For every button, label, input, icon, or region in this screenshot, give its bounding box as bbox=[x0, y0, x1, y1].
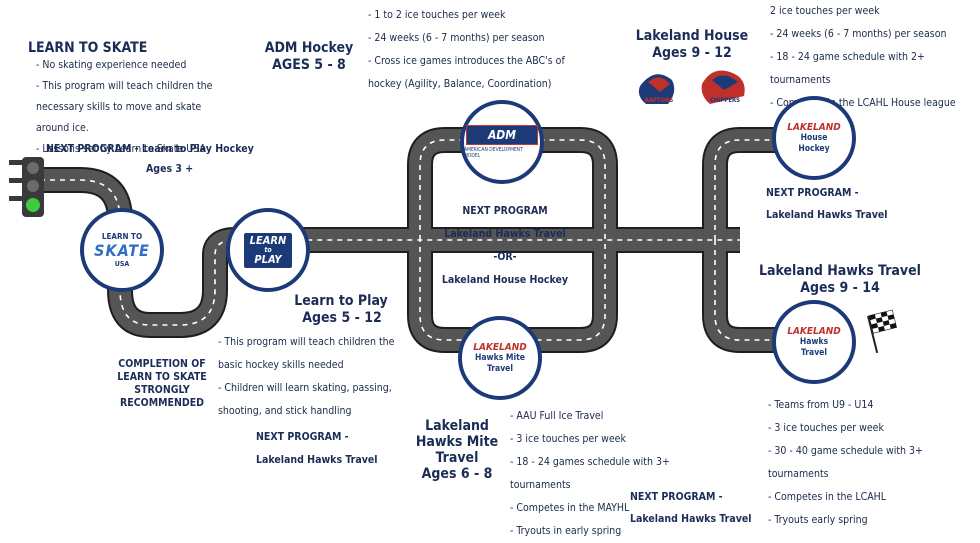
badge-logo: LEARN to PLAY bbox=[243, 232, 293, 268]
checkered-flag-icon bbox=[867, 309, 897, 354]
rec-line: COMPLETION OF bbox=[118, 358, 206, 370]
house-bullets: 2 ice touches per week - 24 weeks (6 - 7… bbox=[770, 0, 980, 115]
title-line: Ages 6 - 8 bbox=[421, 466, 493, 482]
badge-logo-text: to bbox=[264, 245, 272, 254]
rec-line: LEARN TO SKATE bbox=[117, 371, 207, 383]
mite-next-label: NEXT PROGRAM - bbox=[630, 491, 723, 503]
bullet: - 18 - 24 games schedule with 3+ tournam… bbox=[510, 456, 670, 491]
chippers-logo-icon bbox=[701, 70, 745, 104]
learn-to-skate-badge: LEARN TO SKATE USA bbox=[80, 208, 164, 292]
mite-bullets: - AAU Full Ice Travel - 3 ice touches pe… bbox=[510, 405, 730, 543]
bullet: - Competes in the LCAHL bbox=[768, 491, 887, 503]
bullet: - 30 - 40 game schedule with 3+ bbox=[768, 445, 923, 457]
learn-to-play-bullets: - This program will teach children the b… bbox=[218, 331, 418, 423]
rec-line: RECOMMENDED bbox=[120, 397, 204, 409]
bullet: - 1 to 2 ice touches per week bbox=[368, 9, 506, 21]
mite-next-value: Lakeland Hawks Travel bbox=[630, 513, 752, 525]
bullet: 2 ice touches per week bbox=[770, 5, 880, 17]
badge-text: Hawks Mite bbox=[475, 352, 525, 363]
learn-to-skate-ages: Ages 3 + bbox=[146, 163, 194, 175]
bullet: necessary skills to move and skate aroun… bbox=[36, 101, 202, 134]
badge-text: USA bbox=[114, 260, 130, 268]
bullet: shooting, and stick handling bbox=[218, 405, 352, 417]
mite-badge: LAKELAND Hawks Mite Travel bbox=[458, 316, 542, 400]
adm-badge: ADM AMERICAN DEVELOPMENT MODEL bbox=[460, 100, 544, 184]
next-line: NEXT PROGRAM bbox=[462, 205, 548, 217]
badge-text: LEARN TO bbox=[101, 232, 143, 241]
badge-text: Hockey bbox=[798, 143, 830, 154]
badge-text: Travel bbox=[800, 347, 827, 358]
raptors-logo-label: RAPTORS bbox=[644, 97, 674, 104]
bullet: - Lessons set by Learn to Skate USA bbox=[36, 143, 206, 155]
learn-to-play-next-value: Lakeland Hawks Travel bbox=[256, 454, 378, 466]
adm-title: ADM Hockey bbox=[264, 40, 354, 56]
traffic-light-icon bbox=[9, 157, 44, 217]
house-title: Lakeland House bbox=[635, 28, 749, 44]
adm-next: NEXT PROGRAM Lakeland Hawks Travel -OR- … bbox=[440, 200, 570, 292]
learn-to-play-next-label: NEXT PROGRAM - bbox=[256, 431, 349, 443]
title-line: Lakeland bbox=[425, 418, 489, 434]
badge-logo-text: SKATE bbox=[94, 241, 150, 260]
badge-text: Hawks bbox=[799, 336, 829, 347]
bullet: hockey (Agility, Balance, Coordination) bbox=[368, 78, 552, 90]
house-badge: LAKELAND House Hockey bbox=[772, 96, 856, 180]
badge-text: AMERICAN DEVELOPMENT MODEL bbox=[464, 147, 523, 159]
badge-text: Travel bbox=[486, 363, 513, 374]
bullet: - Competes in the MAYHL bbox=[510, 502, 630, 514]
badge-logo-text: LEARN bbox=[249, 233, 287, 247]
raptors-logo-icon bbox=[638, 74, 675, 104]
next-line: Lakeland House Hockey bbox=[441, 274, 569, 286]
bullet: - Tryouts in early spring bbox=[510, 525, 622, 537]
learn-to-play-badge: LEARN to PLAY bbox=[226, 208, 310, 292]
badge-logo-text: LAKELAND bbox=[787, 121, 841, 133]
learn-to-skate-bullets: - No skating experience needed - This pr… bbox=[36, 55, 236, 160]
learn-to-skate-title: LEARN TO SKATE bbox=[28, 40, 148, 56]
title-line: Travel bbox=[435, 450, 479, 466]
house-next-label: NEXT PROGRAM - bbox=[766, 187, 859, 199]
bullet: - 3 ice touches per week bbox=[510, 433, 626, 445]
bullet: tournaments bbox=[768, 468, 829, 480]
bullet: - No skating experience needed bbox=[36, 59, 187, 71]
bullet: - This program will teach children the bbox=[218, 336, 395, 348]
bullet: - Tryouts early spring bbox=[768, 514, 868, 526]
road-center-line bbox=[40, 179, 740, 326]
bullet: - Cross ice games introduces the ABC's o… bbox=[368, 55, 565, 67]
house-ages: Ages 9 - 12 bbox=[652, 45, 732, 61]
badge-logo-text: ADM bbox=[466, 125, 538, 145]
travel-bullets: - Teams from U9 - U14 - 3 ice touches pe… bbox=[768, 394, 968, 532]
bullet: - 24 weeks (6 - 7 months) per season bbox=[770, 28, 947, 40]
learn-to-skate-recommendation: COMPLETION OF LEARN TO SKATE STRONGLY RE… bbox=[112, 358, 212, 410]
bullet: - 24 weeks (6 - 7 months) per season bbox=[368, 32, 545, 44]
next-line: -OR- bbox=[493, 251, 517, 263]
bullet: - AAU Full Ice Travel bbox=[510, 410, 604, 422]
rec-line: STRONGLY bbox=[134, 384, 190, 396]
badge-text: House bbox=[800, 132, 828, 143]
bullet: - 18 - 24 game schedule with 2+ tourname… bbox=[770, 51, 925, 86]
house-next-value: Lakeland Hawks Travel bbox=[766, 209, 888, 221]
bullet: - 3 ice touches per week bbox=[768, 422, 884, 434]
bullet: - Teams from U9 - U14 bbox=[768, 399, 874, 411]
adm-bullets: - 1 to 2 ice touches per week - 24 weeks… bbox=[368, 4, 568, 96]
bullet: - This program will teach children the bbox=[36, 80, 213, 92]
travel-badge: LAKELAND Hawks Travel bbox=[772, 300, 856, 384]
badge-logo-text: LAKELAND bbox=[473, 341, 527, 353]
chippers-logo-label: CHIPPERS bbox=[709, 97, 741, 104]
next-line: Lakeland Hawks Travel bbox=[444, 228, 566, 240]
travel-title: Lakeland Hawks Travel bbox=[758, 263, 921, 279]
bullet: - Children will learn skating, passing, bbox=[218, 382, 392, 394]
learn-to-skate-next: NEXT PROGRAM - Learn to Play Hockey bbox=[46, 143, 254, 155]
badge-logo-text: PLAY bbox=[254, 252, 282, 266]
travel-ages: Ages 9 - 14 bbox=[800, 280, 880, 296]
mite-title: Lakeland Hawks Mite Travel Ages 6 - 8 bbox=[412, 418, 502, 482]
badge-logo-text: LAKELAND bbox=[787, 325, 841, 337]
learn-to-play-ages: Ages 5 - 12 bbox=[302, 310, 382, 326]
adm-ages: AGES 5 - 8 bbox=[272, 57, 346, 73]
learn-to-play-title: Learn to Play bbox=[294, 293, 388, 309]
title-line: Hawks Mite bbox=[415, 434, 499, 450]
bullet: basic hockey skills needed bbox=[218, 359, 344, 371]
